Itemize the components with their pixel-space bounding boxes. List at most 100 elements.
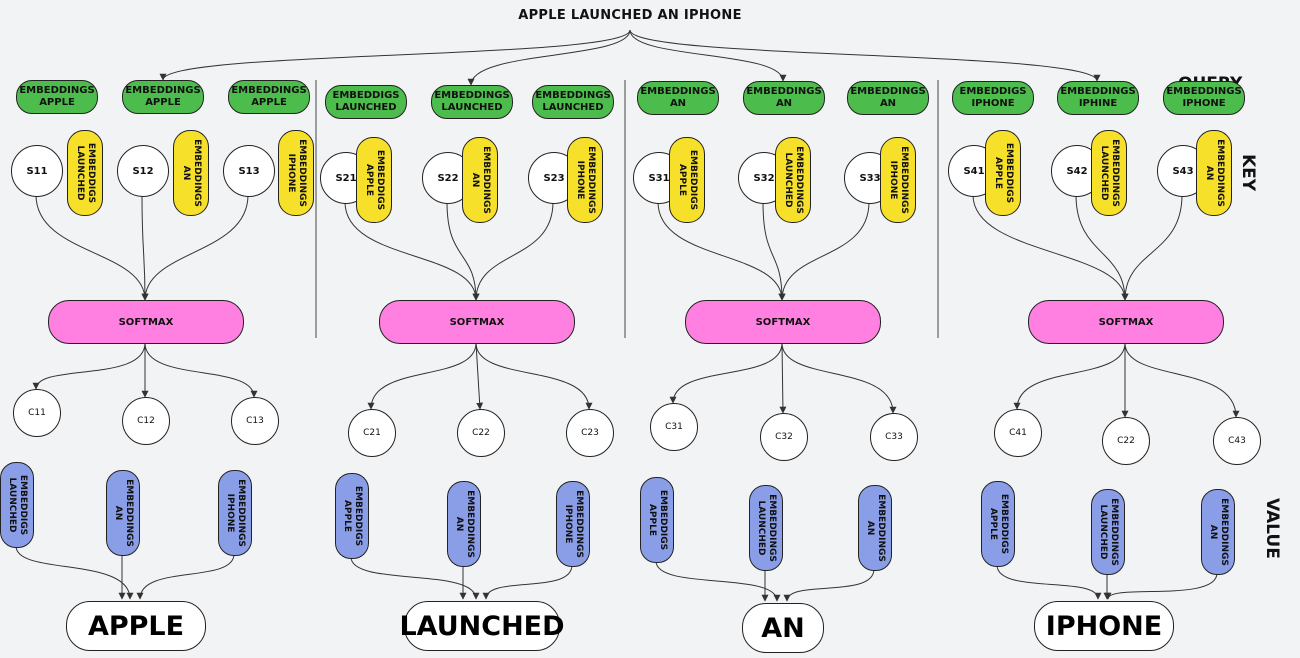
score-to-softmax-connector	[762, 201, 786, 301]
softmax-to-context-connector	[367, 342, 477, 410]
key-label: KEY	[1238, 154, 1258, 192]
score-to-softmax-connector	[141, 194, 249, 301]
softmax-node: SOFTMAX	[685, 300, 881, 344]
title-arrow-2	[467, 29, 631, 86]
key-pill-line: EMBEDDINGS	[1110, 139, 1120, 207]
value-to-output-connector	[996, 564, 1102, 600]
value-to-output-connector	[482, 564, 573, 600]
diagram-title: APPLE LAUNCHED AN IPHONE	[518, 8, 742, 23]
context-circle: C32	[760, 413, 808, 461]
value-pill-line: EMBEDDINGS	[767, 494, 777, 562]
key-pill-word: LAUNCHED	[1099, 145, 1109, 201]
value-pill-word: APPLE	[647, 503, 657, 537]
title-arrow-4	[629, 29, 1101, 82]
value-pill-line: EMBEDDINGS	[236, 479, 246, 547]
query-pill-line: EMBEDDIGS	[959, 86, 1027, 97]
output-token-node: IPHONE	[1034, 601, 1174, 651]
score-to-softmax-connector	[778, 201, 870, 301]
value-pill-word: IPHONE	[225, 493, 235, 533]
value-to-output-connector	[15, 545, 134, 600]
query-pill-line: EMBEDDINGS	[850, 86, 926, 97]
softmax-to-context-connector	[1013, 342, 1126, 410]
query-pill-word: LAUNCHED	[335, 102, 397, 113]
query-pill-word: AN	[669, 98, 687, 109]
query-pill-line: EMBEDDINGS	[19, 85, 95, 96]
value-pill-word: APPLE	[988, 507, 998, 541]
value-pill-line: EMBEDDIGS	[999, 493, 1009, 555]
key-pill-word: IPHONE	[575, 160, 585, 200]
query-pill-word: APPLE	[251, 97, 287, 108]
key-pill-word: AN	[470, 172, 480, 188]
key-pill-line: EMBEDDINGS	[794, 146, 804, 214]
score-to-softmax-connector	[972, 194, 1129, 301]
softmax-to-context-connector	[1124, 342, 1240, 418]
key-pill-line: EMBEDDINGS	[297, 139, 307, 207]
query-pill-line: EMBEDDINGS	[231, 85, 307, 96]
title-arrow-1	[159, 29, 631, 81]
score-to-softmax-connector	[472, 201, 554, 301]
output-token-node: AN	[742, 603, 824, 653]
key-pill-word: APPLE	[677, 163, 687, 197]
query-pill-line: EMBEDDINGS	[535, 90, 611, 101]
query-pill-line: EMBEDDINGS	[1166, 86, 1242, 97]
key-pill-line: EMBEDDIGS	[86, 142, 96, 204]
query-pill-word: IPHONE	[1182, 98, 1226, 109]
context-circle: C41	[994, 409, 1042, 457]
key-pill-word: APPLE	[993, 156, 1003, 190]
key-pill-word: LAUNCHED	[75, 145, 85, 201]
query-pill-word: AN	[879, 98, 897, 109]
score-to-softmax-connector	[35, 194, 149, 301]
softmax-to-context-connector	[669, 342, 783, 404]
context-circle: C43	[1213, 417, 1261, 465]
score-to-softmax-connector	[1121, 194, 1183, 301]
value-to-output-connector	[1104, 572, 1218, 600]
value-pill-word: LAUNCHED	[1098, 504, 1108, 560]
softmax-node: SOFTMAX	[48, 300, 244, 344]
softmax-node: SOFTMAX	[379, 300, 575, 344]
score-circle: S12	[117, 145, 169, 197]
key-pill-line: EMBEDDINGS	[1215, 139, 1225, 207]
key-pill-word: APPLE	[364, 163, 374, 197]
value-pill-word: LAUNCHED	[7, 477, 17, 533]
score-circle: S13	[223, 145, 275, 197]
score-to-softmax-connector	[657, 201, 786, 301]
value-pill-line: EMBEDDINGS	[1109, 498, 1119, 566]
value-pill-line: EMBEDDINGS	[574, 490, 584, 558]
score-to-softmax-connector	[344, 201, 480, 301]
context-circle: C22	[1102, 417, 1150, 465]
value-to-output-connector	[783, 568, 875, 602]
key-pill-word: IPHONE	[888, 160, 898, 200]
query-pill-line: EMBEDDINGS	[1060, 86, 1136, 97]
